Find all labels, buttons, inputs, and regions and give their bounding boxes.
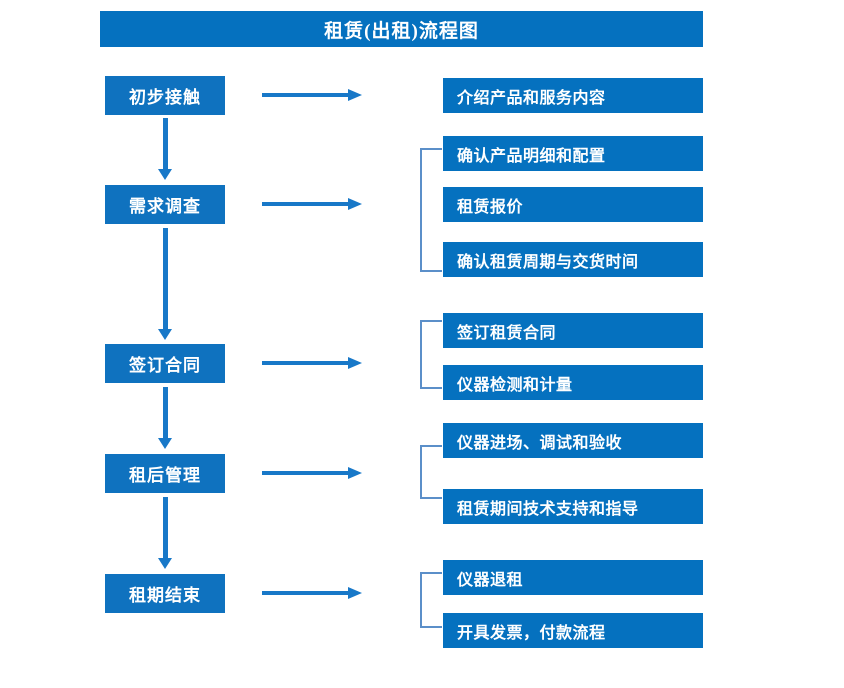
arrow-down-3 <box>158 387 172 449</box>
detail-box-3-1[interactable]: 签订租赁合同 <box>443 313 703 348</box>
arrow-head <box>158 329 172 340</box>
detail-label: 租赁报价 <box>457 198 524 216</box>
stage-box-3[interactable]: 签订合同 <box>105 344 225 383</box>
detail-label: 签订租赁合同 <box>457 324 557 342</box>
arrow-shaft <box>163 497 168 558</box>
detail-box-1-1[interactable]: 介绍产品和服务内容 <box>443 78 703 113</box>
stage-box-5[interactable]: 租期结束 <box>105 574 225 613</box>
detail-box-4-2[interactable]: 租赁期间技术支持和指导 <box>443 489 703 524</box>
detail-box-2-3[interactable]: 确认租赁周期与交货时间 <box>443 242 703 277</box>
stage-label: 租期结束 <box>129 586 201 605</box>
arrow-down-2 <box>158 228 172 340</box>
arrow-right-2 <box>262 198 364 210</box>
arrow-head <box>348 587 362 599</box>
stage-box-2[interactable]: 需求调查 <box>105 185 225 224</box>
arrow-right-1 <box>262 89 364 101</box>
detail-box-2-2[interactable]: 租赁报价 <box>443 187 703 222</box>
detail-label: 仪器进场、调试和验收 <box>457 434 623 452</box>
group-bracket-4 <box>420 445 442 499</box>
detail-label: 开具发票，付款流程 <box>457 624 606 642</box>
arrow-shaft <box>262 361 350 365</box>
detail-label: 介绍产品和服务内容 <box>457 89 606 107</box>
detail-box-3-2[interactable]: 仪器检测和计量 <box>443 365 703 400</box>
arrow-head <box>158 169 172 180</box>
stage-label: 初步接触 <box>129 88 201 107</box>
page-title: 租赁(出租)流程图 <box>100 11 703 47</box>
detail-label: 确认租赁周期与交货时间 <box>457 253 639 271</box>
detail-label: 租赁期间技术支持和指导 <box>457 500 639 518</box>
detail-label: 仪器退租 <box>457 571 524 589</box>
arrow-head <box>348 467 362 479</box>
detail-box-5-1[interactable]: 仪器退租 <box>443 560 703 595</box>
arrow-shaft <box>262 202 350 206</box>
arrow-head <box>158 558 172 569</box>
detail-box-4-1[interactable]: 仪器进场、调试和验收 <box>443 423 703 458</box>
arrow-shaft <box>262 93 350 97</box>
arrow-down-1 <box>158 118 172 180</box>
stage-label: 租后管理 <box>129 466 201 485</box>
arrow-shaft <box>262 471 350 475</box>
arrow-head <box>348 89 362 101</box>
arrow-right-3 <box>262 357 364 369</box>
detail-box-5-2[interactable]: 开具发票，付款流程 <box>443 613 703 648</box>
arrow-head <box>348 198 362 210</box>
detail-label: 确认产品明细和配置 <box>457 147 606 165</box>
arrow-head <box>158 438 172 449</box>
arrow-shaft <box>163 118 168 169</box>
arrow-shaft <box>163 387 168 438</box>
stage-label: 签订合同 <box>129 356 201 375</box>
arrow-shaft <box>163 228 168 329</box>
arrow-head <box>348 357 362 369</box>
arrow-right-4 <box>262 467 364 479</box>
stage-box-1[interactable]: 初步接触 <box>105 76 225 115</box>
group-bracket-5 <box>420 572 442 628</box>
stage-box-4[interactable]: 租后管理 <box>105 454 225 493</box>
group-bracket-2 <box>420 148 442 272</box>
detail-box-2-1[interactable]: 确认产品明细和配置 <box>443 136 703 171</box>
arrow-right-5 <box>262 587 364 599</box>
detail-label: 仪器检测和计量 <box>457 376 573 394</box>
arrow-shaft <box>262 591 350 595</box>
stage-label: 需求调查 <box>129 197 201 216</box>
arrow-down-4 <box>158 497 172 569</box>
group-bracket-3 <box>420 320 442 389</box>
